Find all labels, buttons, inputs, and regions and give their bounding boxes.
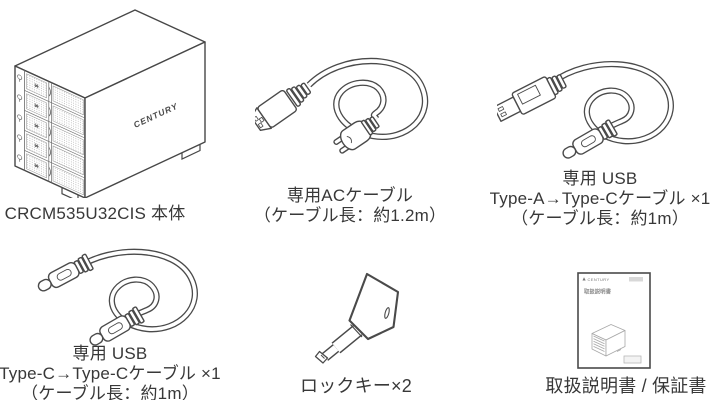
power-plug: [333, 116, 380, 154]
manual-illustration: CENTURY 取扱説明書: [577, 272, 651, 369]
cable-loop: [75, 248, 198, 333]
usb-c-to-c-caption: 専用 USB Type-C→Type-Cケーブル ×1 （ケーブル長：約1m）: [0, 344, 230, 400]
manual-title-text: 取扱説明書: [584, 288, 612, 296]
manual-cover: [577, 272, 651, 369]
caption-line: CRCM535U32CIS 本体: [4, 204, 186, 223]
usb-type-a-connector: [497, 74, 567, 122]
package-item-lock-key: ロックキー×2: [300, 264, 418, 396]
manual-barcode-box: [623, 355, 642, 364]
lock-key-caption: ロックキー×2: [271, 376, 441, 396]
enclosure-front-panel: [17, 70, 85, 196]
enclosure-caption: CRCM535U32CIS 本体: [0, 204, 190, 224]
manual-brand-text: CENTURY: [588, 277, 610, 282]
usb-c-to-c-illustration: [37, 248, 198, 346]
package-item-manual: CENTURY 取扱説明書 取扱説明書 / 保証書: [545, 272, 706, 396]
cable-loop: [551, 61, 674, 145]
caption-line: Type-C→Type-Cケーブル ×1: [0, 364, 221, 383]
manual-cover-enclosure-drawing: [591, 324, 626, 357]
usb-type-c-connector: [562, 119, 618, 159]
lock-key-illustration: [314, 272, 400, 364]
usb-type-c-connector: [89, 306, 145, 346]
manual-cover-tag: [629, 277, 643, 282]
key-tip: [314, 350, 329, 364]
manual-brand-icon: [582, 277, 586, 281]
key-shaft: [321, 324, 363, 361]
package-item-ac-cable: 専用ACケーブル （ケーブル長：約1.2m）: [254, 45, 446, 226]
caption-line: （ケーブル長：約1.2m）: [253, 206, 447, 225]
caption-line: 取扱説明書 / 保証書: [545, 376, 707, 396]
package-item-usb-c-to-c: 専用 USB Type-C→Type-Cケーブル ×1 （ケーブル長：約1m）: [0, 242, 225, 400]
tray-handles: [48, 86, 51, 177]
usb-a-to-c-caption: 専用 USB Type-A→Type-Cケーブル ×1 （ケーブル長：約1m）: [480, 169, 720, 229]
caption-line: （ケーブル長：約1m）: [21, 384, 199, 400]
caption-line: 専用 USB: [562, 169, 638, 188]
iec-c13-connector: [255, 82, 312, 132]
bay-dividers: [24, 81, 85, 183]
drive-tray-mesh: [26, 73, 84, 196]
caption-line: Type-A→Type-Cケーブル ×1: [489, 189, 711, 208]
caption-line: 専用ACケーブル: [286, 186, 414, 205]
caption-line: ロックキー×2: [300, 376, 412, 396]
caption-line: 専用 USB: [72, 344, 148, 363]
cable-loop: [306, 57, 429, 141]
ac-cable-illustration: [255, 57, 429, 154]
package-item-usb-a-to-c: 専用 USB Type-A→Type-Cケーブル ×1 （ケーブル長：約1m）: [490, 52, 710, 229]
caption-line: （ケーブル長：約1m）: [511, 209, 689, 228]
usb-a-to-c-illustration: [497, 61, 674, 159]
manual-caption: 取扱説明書 / 保証書: [531, 376, 720, 396]
package-item-enclosure: CENTURY CRCM535U32CIS 本体: [5, 2, 215, 224]
keylock-icons: [17, 74, 23, 162]
key-head: [348, 272, 400, 341]
usb-type-c-connector: [37, 253, 94, 292]
ac-cable-caption: 専用ACケーブル （ケーブル長：約1.2m）: [250, 186, 450, 226]
enclosure-illustration: CENTURY: [14, 9, 206, 198]
